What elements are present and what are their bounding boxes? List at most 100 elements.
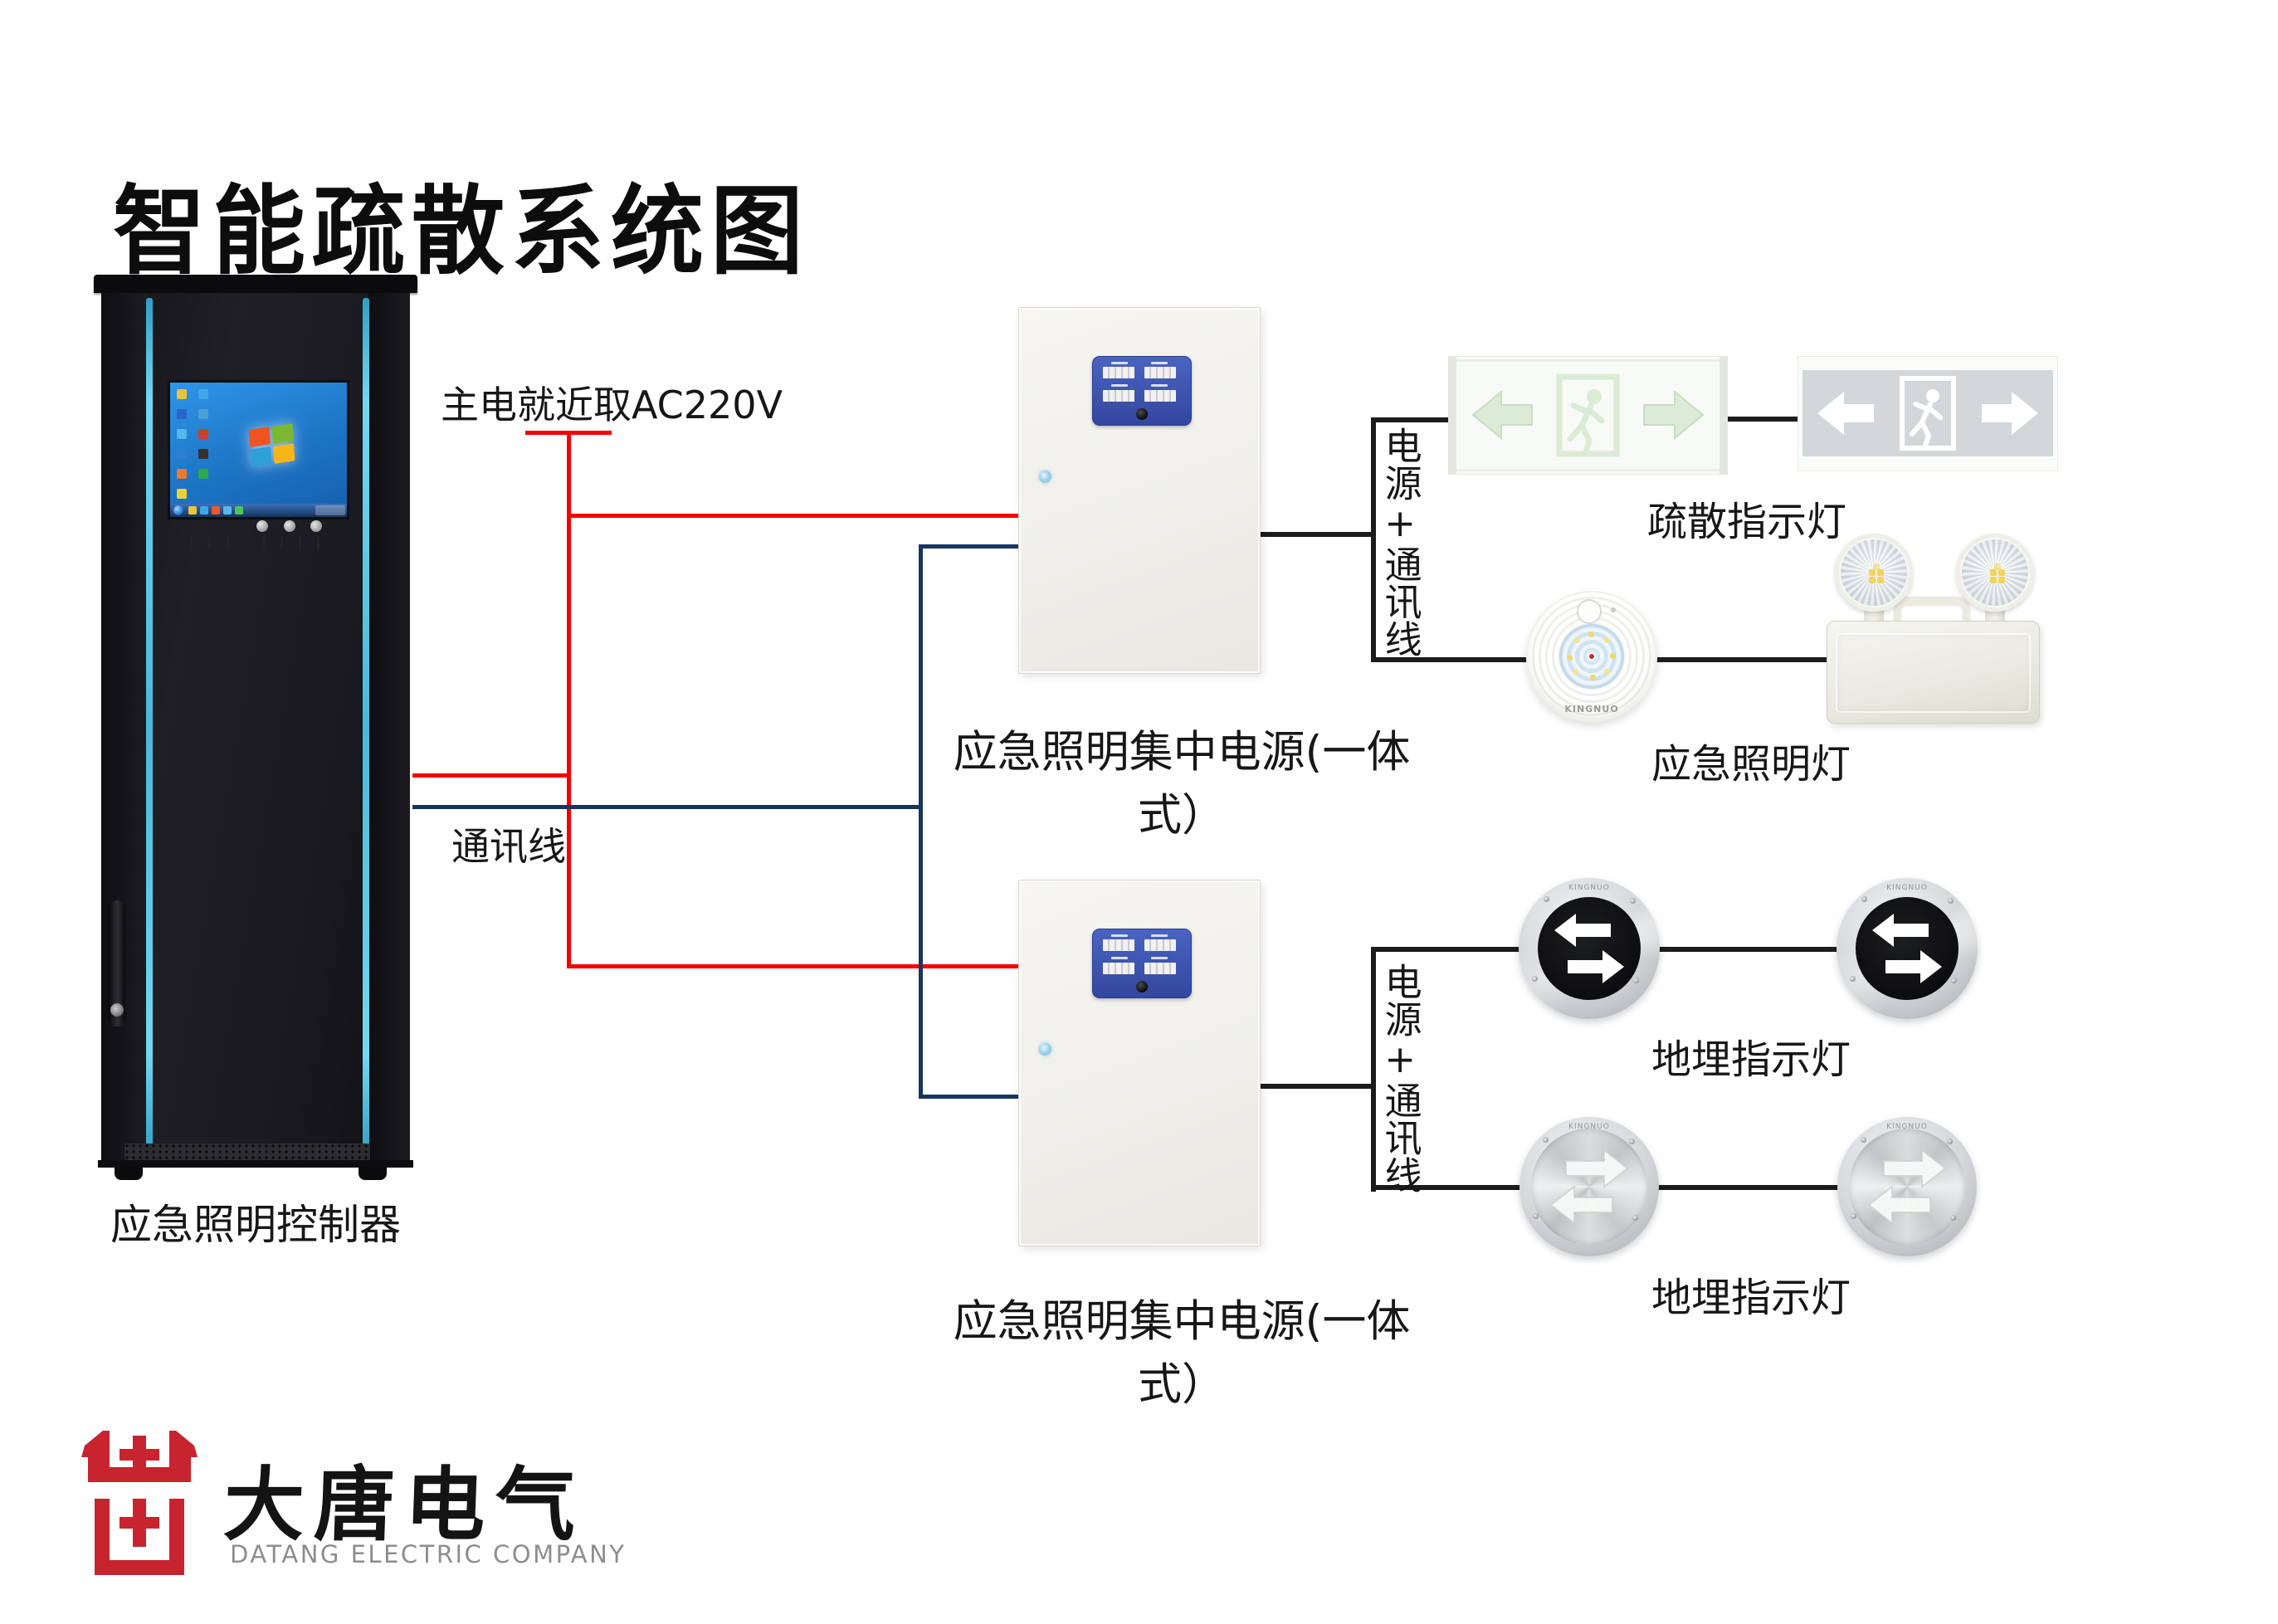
cabinet-right-frame <box>368 293 410 1162</box>
black-wire-to-exit-sign <box>1376 417 1450 422</box>
datang-logo-emblem <box>81 1429 198 1583</box>
desktop-icon <box>177 489 187 499</box>
cabinet-connector-panel <box>252 536 324 550</box>
desktop-icon <box>177 449 187 459</box>
black-wire-psu1-riser <box>1371 417 1376 662</box>
taskbar-icon[interactable] <box>223 506 232 515</box>
desktop-icon <box>177 389 187 399</box>
cabinet-top-cap <box>94 275 417 293</box>
desktop-icon <box>177 469 187 479</box>
taskbar-icon[interactable] <box>188 506 197 515</box>
black-wire-to-buried-row2 <box>1376 1185 1527 1190</box>
black-wire-between-exit-signs <box>1727 417 1798 422</box>
buried-light-label-1: 地埋指示灯 <box>1651 1036 1851 1083</box>
exit-sign-1 <box>1448 356 1728 475</box>
seal-mark-icon <box>81 1431 198 1575</box>
page-title: 智能疏散系统图 <box>113 174 810 288</box>
taskbar-icon[interactable] <box>235 506 243 515</box>
start-orb[interactable] <box>173 505 183 515</box>
blue-wire-branch-psu2 <box>921 1095 1020 1099</box>
blue-wire-vertical-bus <box>919 544 923 1099</box>
lamp-center-dot <box>1589 654 1594 659</box>
black-wire-between-buried-row1 <box>1658 947 1838 952</box>
red-wire-branch-psu1 <box>569 514 1020 518</box>
cabinet-knob[interactable] <box>256 520 268 532</box>
twin-light-head-left <box>1835 534 1913 612</box>
power-comm-label-2: 电源+通讯线 <box>1378 963 1422 1193</box>
cabinet-foot <box>359 1168 387 1180</box>
exit-sign-label: 疏散指示灯 <box>1646 499 1846 545</box>
comm-line-label: 通讯线 <box>451 824 566 869</box>
desktop-icon <box>198 409 208 419</box>
buried-light-brand: KINGNUO <box>1886 1123 1928 1131</box>
buried-light-steel-1: KINGNUO <box>1519 1117 1659 1256</box>
round-emergency-lamp: KINGNUO <box>1526 591 1657 722</box>
power-comm-label-1: 电源+通讯线 <box>1378 427 1422 657</box>
black-wire-between-buried-row2 <box>1656 1185 1838 1190</box>
cabinet-connector-panel <box>180 536 232 550</box>
psu1-button[interactable] <box>1136 408 1148 420</box>
desktop-icon <box>198 469 208 479</box>
blue-wire-controller-link <box>412 805 921 809</box>
desktop-icon <box>177 409 187 419</box>
carry-handle[interactable] <box>1894 597 1970 630</box>
exit-sign-glyph <box>1448 356 1728 475</box>
logo-english-name: DATANG ELECTRIC COMPANY <box>230 1540 627 1568</box>
black-wire-to-buried-row1 <box>1376 947 1520 952</box>
taskbar-icon[interactable] <box>200 506 208 515</box>
double-arrow-glyph <box>1872 914 1942 983</box>
cabinet-screen[interactable] <box>168 380 349 519</box>
twin-head-emergency-light <box>1827 529 2040 724</box>
buried-light-face <box>1531 1129 1647 1245</box>
keyhole <box>110 1003 124 1017</box>
taskbar[interactable] <box>170 504 347 517</box>
windows-logo <box>248 423 295 467</box>
emergency-light-label: 应急照明灯 <box>1651 741 1851 788</box>
desktop-icon <box>198 389 208 399</box>
led-cluster <box>1869 569 1876 576</box>
red-wire-vertical-bus <box>567 431 571 968</box>
power-supply-box-1 <box>1018 307 1261 674</box>
red-wire-controller-link <box>412 773 571 778</box>
blue-wire-branch-psu1 <box>921 544 1020 549</box>
black-wire-to-round-lamp <box>1376 657 1528 662</box>
twin-light-body <box>1827 621 2040 724</box>
psu2-label: 应急照明集中电源(一体式） <box>953 1296 1411 1410</box>
exit-sign-glyph <box>1798 356 2058 471</box>
buried-light-black-1: KINGNUO <box>1519 878 1660 1019</box>
main-power-label: 主电就近取AC220V <box>441 383 783 427</box>
buried-light-face <box>1538 897 1641 1000</box>
black-wire-lamp-to-twinlight <box>1656 657 1829 662</box>
cabinet-knob[interactable] <box>310 520 322 532</box>
buried-light-brand: KINGNUO <box>1568 1123 1610 1131</box>
buried-light-face <box>1849 1129 1965 1245</box>
cabinet-left-frame <box>101 293 146 1162</box>
psu2-button[interactable] <box>1136 981 1148 992</box>
psu1-indicator-led <box>1039 471 1051 483</box>
twin-light-head-right <box>1956 534 2034 612</box>
buried-light-face <box>1856 897 1958 1000</box>
cabinet-knob[interactable] <box>284 520 295 532</box>
cabinet-cyan-trim-right <box>363 298 369 1157</box>
system-tray <box>315 505 345 515</box>
taskbar-icon[interactable] <box>212 506 220 515</box>
cabinet-foot <box>115 1168 143 1180</box>
black-wire-psu2-riser <box>1371 947 1376 1192</box>
double-arrow-glyph <box>1549 1148 1629 1226</box>
black-wire-psu1-stem <box>1260 532 1376 537</box>
door-handle[interactable] <box>108 900 125 1027</box>
buried-light-brand: KINGNUO <box>1568 884 1610 892</box>
lamp-sensor-dot <box>1611 607 1616 612</box>
lamp-led-panel <box>1559 624 1624 689</box>
logo-chinese-name: 大唐电气 <box>222 1457 588 1552</box>
lamp-brand-text: KINGNUO <box>1564 704 1619 714</box>
cabinet-cyan-trim-left <box>146 298 153 1157</box>
desktop-icon <box>198 429 208 439</box>
vent-grille <box>124 1144 370 1160</box>
double-arrow-glyph <box>1867 1148 1947 1226</box>
psu1-control-panel <box>1092 356 1192 426</box>
led-cluster <box>1990 569 1997 576</box>
double-arrow-glyph <box>1554 914 1624 983</box>
red-wire-branch-psu2 <box>569 964 1020 968</box>
